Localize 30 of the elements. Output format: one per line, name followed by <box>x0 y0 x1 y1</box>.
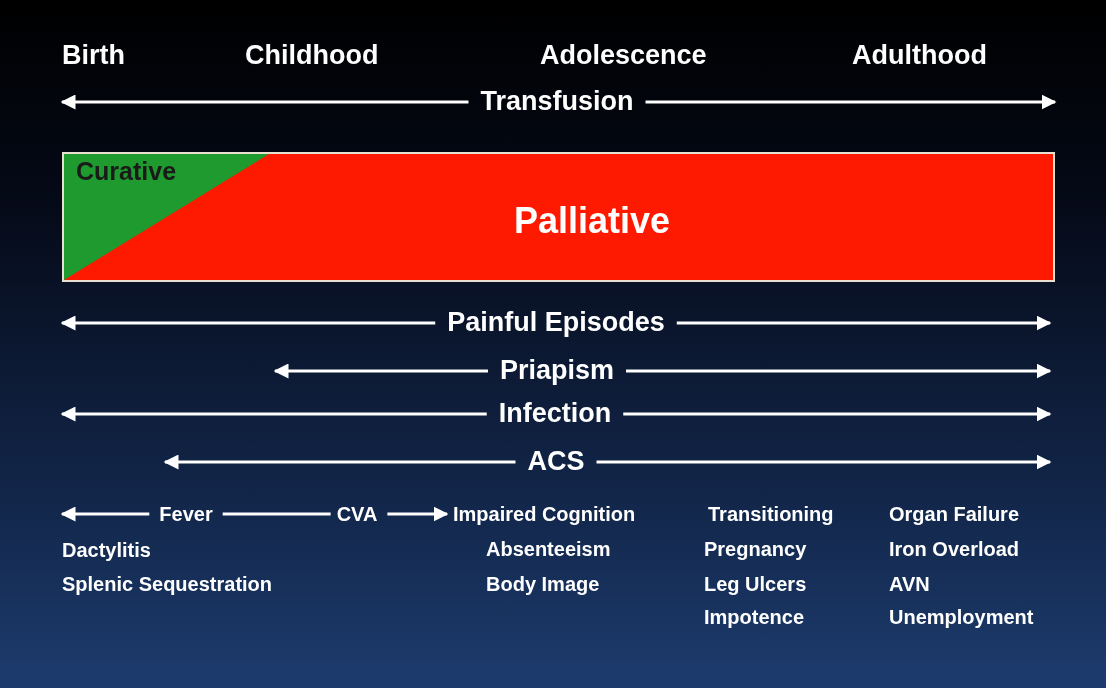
stage-heading: Childhood <box>245 41 379 71</box>
timeline-event: CVA <box>336 503 378 525</box>
connector-line <box>222 512 331 516</box>
timeline-event: Impaired Cognition <box>453 503 636 525</box>
range-label: Painful Episodes <box>447 308 665 338</box>
complication-label: Dactylitis <box>62 539 151 561</box>
complication-label: Unemployment <box>889 606 1034 628</box>
bar-label: Palliative <box>513 201 671 241</box>
complication-label: Impotence <box>704 606 805 628</box>
range-label: Priapism <box>499 356 615 386</box>
complication-label: Iron Overload <box>889 538 1020 560</box>
complication-label: AVN <box>889 573 930 595</box>
complication-label: Pregnancy <box>704 538 807 560</box>
complication-label: Leg Ulcers <box>704 573 807 595</box>
bar-label: Curative <box>76 158 177 186</box>
range-label: Infection <box>498 399 612 429</box>
complication-label: Organ Failure <box>889 503 1020 525</box>
range-label: ACS <box>527 447 585 477</box>
complication-label: Transitioning <box>708 503 834 525</box>
stage-heading: Adulthood <box>852 41 987 71</box>
arrow <box>60 506 150 522</box>
stage-heading: Adolescence <box>540 41 707 71</box>
complication-label: Absenteeism <box>486 538 611 560</box>
complication-label: Body Image <box>486 573 600 595</box>
stage-heading: Birth <box>62 41 125 71</box>
arrow <box>387 506 449 522</box>
complication-label: Splenic Sequestration <box>62 573 273 595</box>
timeline-event: Fever <box>159 503 213 525</box>
range-label: Transfusion <box>480 87 634 117</box>
therapy-bar <box>62 152 1055 282</box>
